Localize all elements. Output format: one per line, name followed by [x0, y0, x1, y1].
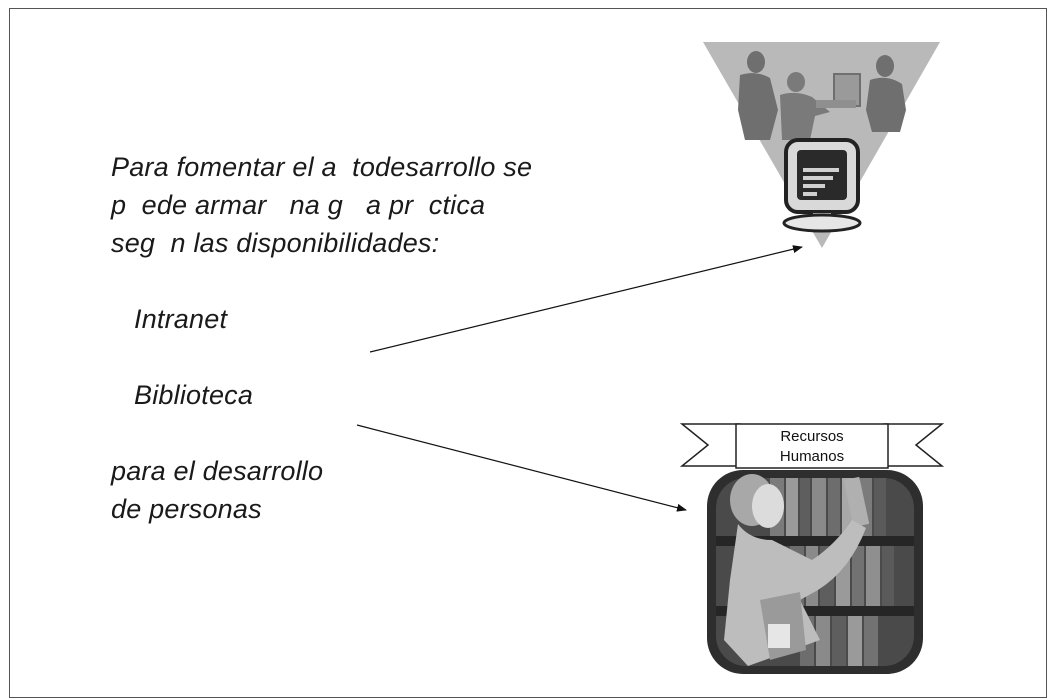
banner-line-1: Recursos: [780, 428, 843, 445]
item-biblioteca: Biblioteca: [134, 380, 254, 410]
item-intranet: Intranet: [134, 304, 228, 334]
slide-graphics: Recursos Humanos: [356, 42, 945, 674]
arrow-icon-intranet: [369, 245, 803, 353]
outro-line-1: para el desarrollo: [111, 456, 324, 486]
outro-line-2: de personas: [111, 494, 262, 524]
arrow-icon-biblioteca: [356, 424, 687, 512]
intro-line-3: seg n las disponibilidades:: [111, 228, 440, 258]
intro-line-1: Para fomentar el a todesarrollo se: [111, 152, 533, 182]
computer-team-clipart: [703, 42, 940, 248]
intro-line-2: p ede armar na g a pr ctica: [111, 190, 486, 220]
library-books-clipart: Recursos Humanos: [679, 423, 945, 674]
banner-line-2: Humanos: [780, 448, 844, 465]
